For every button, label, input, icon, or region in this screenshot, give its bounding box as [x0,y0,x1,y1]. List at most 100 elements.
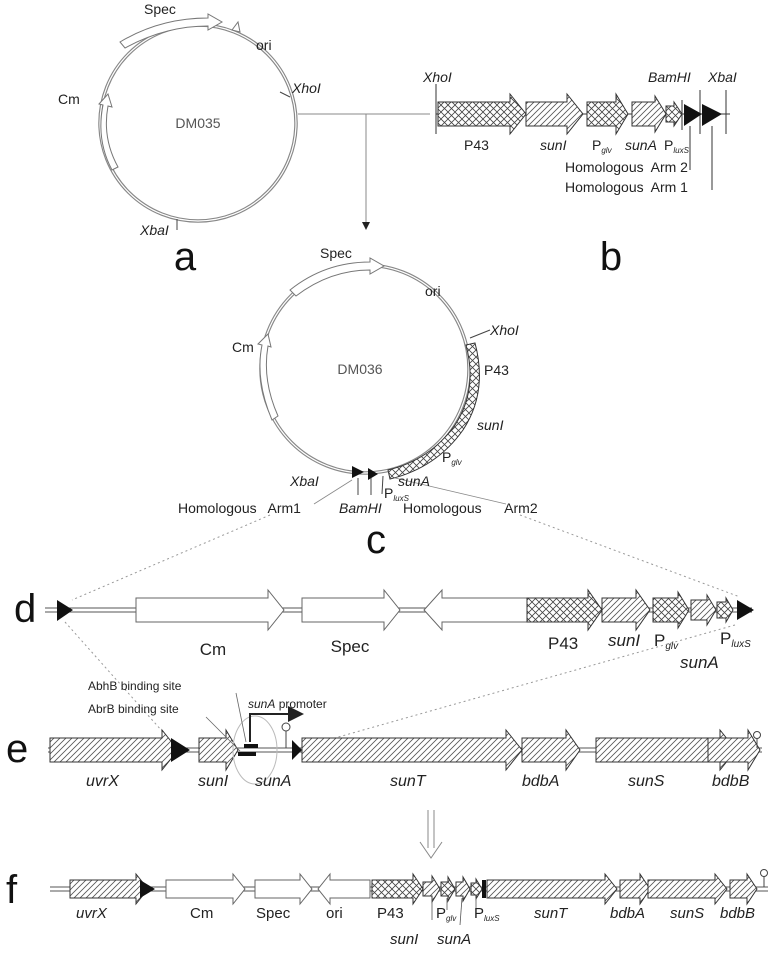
panel-letter-c: c [366,518,386,562]
suna-label: sunA [437,931,471,948]
sunt-arrow [301,728,523,772]
uvrx-terminator-head [140,880,155,898]
panel-letter-d: d [14,587,36,631]
xbai-label: XbaI [707,69,737,85]
arm-block [482,880,486,898]
suns-arrow [647,872,728,906]
pluxs-arrow [470,877,483,901]
spec-arrow [301,588,401,632]
promoter-region-ellipse [232,715,278,785]
suns-label: sunS [628,773,665,790]
arm-left-head [57,600,73,621]
cm-label: Cm [232,339,254,355]
cm-label: Cm [200,640,226,659]
pglv-arrow [586,92,629,136]
bdba-arrow [521,728,581,772]
pglv-label: Pglv [592,137,613,155]
panel-letter-a: a [174,235,197,279]
panel-d: d Cm Spec P43 sunI Pglv sunA PluxS [14,587,754,672]
cm-label: Cm [190,905,213,922]
uvrx-terminator-head [171,738,190,762]
connector-lines [298,113,430,230]
p43-arrow [437,92,527,136]
pluxs-label: PluxS [664,137,690,155]
abhb-label: AbhB binding site [88,679,182,693]
abhb-binding-box [244,744,258,748]
pluxs-label: PluxS [384,485,410,503]
suni-label: sunI [477,417,504,433]
bamhi-label: BamHI [648,69,691,85]
p43-label: P43 [464,137,489,153]
ori-label: ori [425,283,441,299]
suni-label: sunI [390,931,418,948]
p43-label: P43 [377,905,404,922]
double-arrow-e-to-f [419,810,443,859]
suna-head [292,740,302,760]
xhoi-label: XhoI [422,69,452,85]
sunt-label: sunT [534,905,569,922]
ori-arrow [423,588,528,632]
abrb-binding-box [238,752,256,756]
suni-label: sunI [540,137,567,153]
panel-f: f uvrX Cm Spec ori P43 Pglv PluxS sunT b… [6,868,768,948]
sunt-arrow [486,872,618,906]
bdba-label: bdbA [522,773,559,790]
suns-label: sunS [670,905,704,922]
spec-label: Spec [256,905,291,922]
spec-label: Spec [331,637,370,656]
ori-arrow [231,20,241,33]
xbai-label: XbaI [139,222,169,238]
p43-label: P43 [484,362,509,378]
bdbb-label: bdbB [712,773,750,790]
suni-label: sunI [198,773,229,790]
p43-arrow [526,588,603,632]
pluxs-arrow [716,596,734,624]
pglv-label: Pglv [442,449,463,467]
spec-gene-arrow [119,13,224,49]
pluxs-label: PluxS [720,629,751,650]
pglv-arrow [652,590,690,630]
homologous-arm2-arrow [684,104,702,126]
ori-label: ori [326,905,343,922]
promoter-arrow [249,706,304,742]
spec-gene-arrow [289,257,386,297]
dotted-guides-c-d [71,514,741,601]
p43-arrow [371,872,424,906]
plasmid-name: DM036 [337,361,382,377]
uvrx-label: uvrX [86,773,120,790]
cm-arrow [135,588,285,632]
bdba-label: bdbA [610,905,645,922]
homologous-arm1-arrow [702,104,722,126]
plasmid-name: DM035 [175,115,220,131]
insert-hatched-arc [387,342,480,480]
pluxs-arrow [665,100,683,128]
arm2-head [368,468,378,480]
suni-arrow [422,874,441,904]
bamhi-label: BamHI [339,500,382,516]
suni-arrow [198,728,239,772]
xhoi-label: XhoI [291,80,321,96]
bdbb-label: bdbB [720,905,755,922]
bdba-arrow [619,872,651,906]
pluxs-label: PluxS [474,905,500,923]
panel-letter-e: e [6,727,28,771]
panel-letter-b: b [600,235,622,279]
homologous-arm1-label: Homologous Arm1 [178,500,301,516]
suni-arrow [525,92,584,136]
panel-e: e AbhB binding site AbrB binding site su… [6,679,762,790]
pglv-label: Pglv [436,905,457,923]
suna-promoter-label: sunA promoter [248,697,327,711]
spec-arrow [254,872,313,906]
homologous-arm2-label: Homologous Arm 2 [565,159,688,175]
suna-label: sunA [398,473,430,489]
cm-gene-arrow [98,93,119,171]
bdbb-arrow [707,728,761,772]
panel-c: DM036 Spec ori Cm XhoI P43 sunI Pglv sun… [178,245,538,562]
abrb-label: AbrB binding site [88,702,179,716]
panel-b: XhoI BamHI XbaI P43 sunI Pglv sunA PluxS… [422,69,737,279]
suna-label: sunA [625,137,657,153]
suna-arrow [455,875,471,903]
homologous-arm2-label: Homologous Arm2 [403,500,538,516]
cm-label: Cm [58,91,80,107]
